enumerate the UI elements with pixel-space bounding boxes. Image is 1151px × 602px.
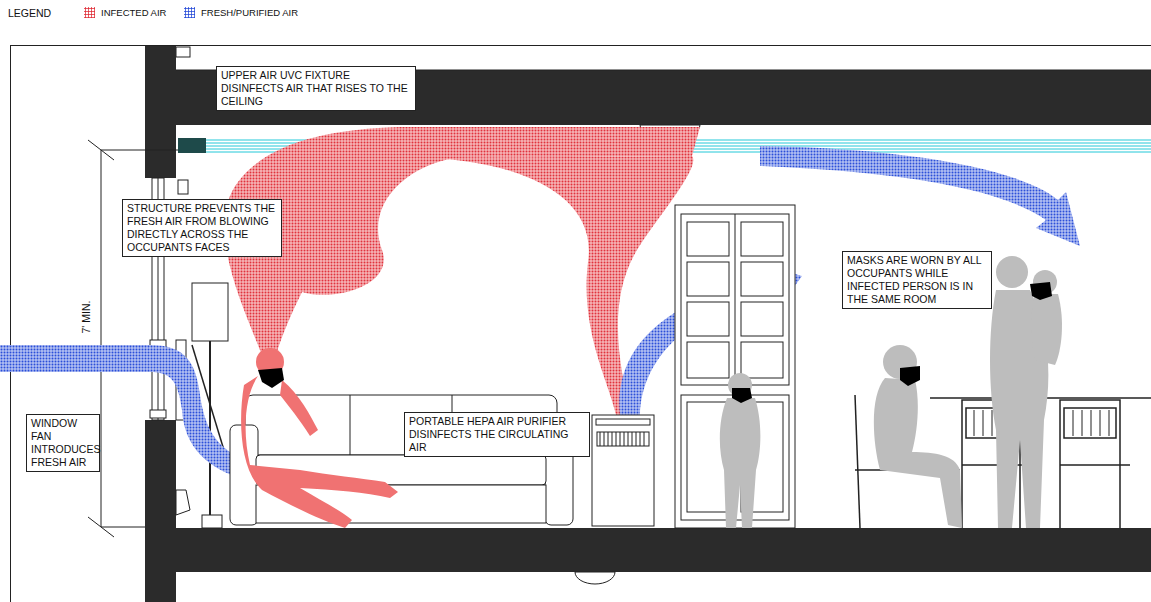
legend-text: FRESH/PURIFIED AIR <box>201 7 298 18</box>
callout-text: UPPER AIR UVC FIXTURE DISINFECTS AIR THA… <box>221 69 411 108</box>
callout-box: PORTABLE HEPA AIR PURIFIER DISINFECTS TH… <box>404 412 590 457</box>
legend-item: FRESH/PURIFIED AIR <box>184 7 298 18</box>
callout-text: MASKS ARE WORN BY ALL OCCUPANTS WHILE IN… <box>847 254 987 306</box>
callout-box: STRUCTURE PREVENTS THE FRESH AIR FROM BL… <box>122 199 282 257</box>
legend-swatch <box>84 7 95 18</box>
dimension-label: 7' MIN. <box>80 301 92 334</box>
callout-text: STRUCTURE PREVENTS THE FRESH AIR FROM BL… <box>127 202 277 254</box>
legend-text: INFECTED AIR <box>101 7 166 18</box>
legend-heading: LEGEND <box>8 7 51 19</box>
legend-swatch <box>184 7 195 18</box>
callout-box: WINDOW FAN INTRODUCES FRESH AIR <box>26 414 100 472</box>
callout-text: WINDOW FAN INTRODUCES FRESH AIR <box>31 417 95 469</box>
callout-box: MASKS ARE WORN BY ALL OCCUPANTS WHILE IN… <box>842 251 992 309</box>
legend-item: INFECTED AIR <box>84 7 166 18</box>
callout-text: PORTABLE HEPA AIR PURIFIER DISINFECTS TH… <box>409 415 585 454</box>
callout-box: UPPER AIR UVC FIXTURE DISINFECTS AIR THA… <box>216 66 416 111</box>
